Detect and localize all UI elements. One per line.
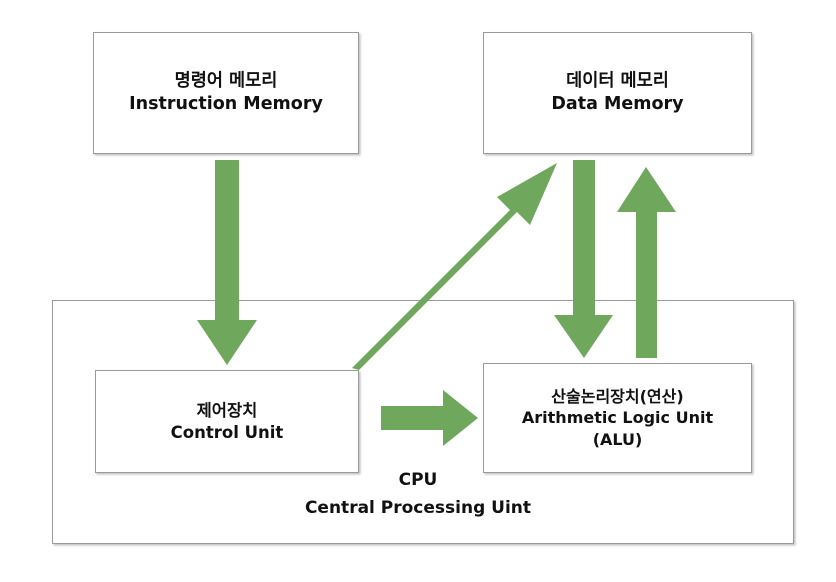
control-unit-label-en: Control Unit [170, 422, 284, 442]
alu-label-en: Arithmetic Logic Unit [521, 408, 714, 428]
alu-label-abbr: (ALU) [592, 429, 643, 449]
instruction-memory-label-ko: 명령어 메모리 [174, 70, 278, 91]
control-unit-label-ko: 제어장치 [196, 400, 258, 420]
data-memory-label-ko: 데이터 메모리 [566, 70, 669, 91]
control-unit-box: 제어장치 Control Unit [95, 370, 359, 473]
instruction-memory-box: 명령어 메모리 Instruction Memory [93, 32, 359, 154]
alu-box: 산술논리장치(연산) Arithmetic Logic Unit (ALU) [483, 363, 752, 473]
data-memory-label-en: Data Memory [551, 94, 684, 114]
alu-label-ko: 산술논리장치(연산) [551, 387, 684, 407]
cpu-full-name-label: Central Processing Uint [304, 498, 532, 518]
data-memory-box: 데이터 메모리 Data Memory [483, 32, 752, 154]
instruction-memory-label-en: Instruction Memory [129, 94, 323, 114]
cpu-abbreviation-label: CPU [398, 470, 438, 490]
